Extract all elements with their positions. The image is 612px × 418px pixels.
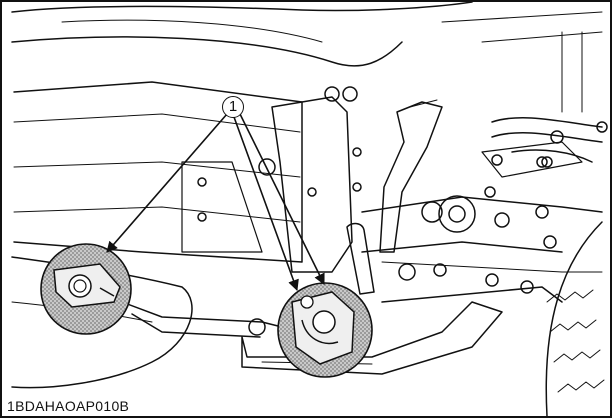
callout-arrows bbox=[106, 113, 325, 292]
callout-arrow-3 bbox=[239, 113, 325, 286]
figure-code: 1BDAHAOAP010B bbox=[6, 398, 133, 414]
linkage-arm bbox=[361, 196, 603, 213]
control-lever bbox=[379, 101, 443, 253]
hitch-bracket bbox=[271, 96, 353, 273]
fender-outline bbox=[11, 2, 473, 13]
hydraulic-pipe bbox=[491, 117, 603, 128]
short-lever bbox=[346, 222, 375, 295]
highlight-circle-left bbox=[40, 243, 132, 335]
rear-tire bbox=[545, 221, 603, 416]
chassis-block bbox=[13, 81, 303, 263]
callout-number-1: 1 bbox=[222, 96, 244, 118]
drawbar-frame bbox=[121, 301, 303, 333]
callout-arrow-1 bbox=[106, 113, 228, 253]
fender-lower-edge bbox=[11, 36, 403, 67]
callout-arrow-2 bbox=[233, 116, 299, 292]
highlight-circle-right bbox=[277, 282, 373, 378]
